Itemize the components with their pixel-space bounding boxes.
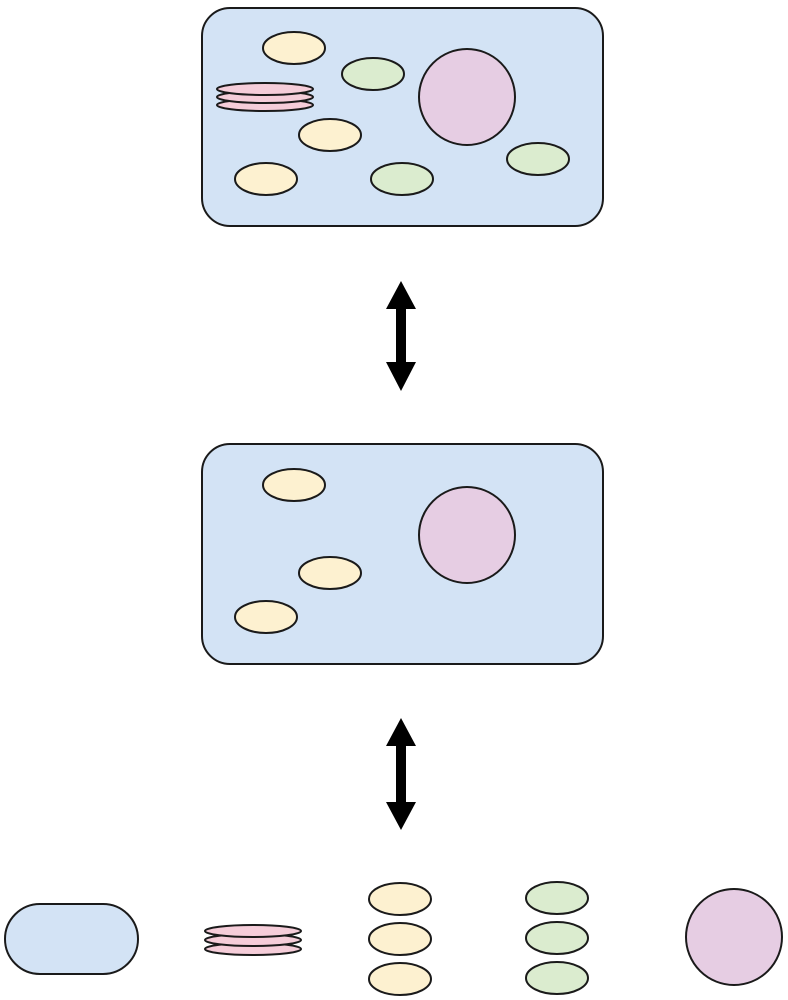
yellow-organelle: [368, 922, 432, 956]
green-organelle: [525, 961, 589, 995]
green-organelle: [506, 142, 570, 176]
yellow-organelle: [368, 882, 432, 916]
membrane-disc: [204, 924, 302, 938]
yellow-organelle: [234, 600, 298, 634]
membrane-disc: [216, 82, 314, 96]
yellow-organelle: [298, 556, 362, 590]
separated-components: [4, 881, 783, 996]
bidirectional-arrow-bottom: [386, 718, 416, 830]
green-organelle: [370, 162, 434, 196]
yellow-organelle: [262, 31, 326, 65]
membrane-stack: [216, 82, 314, 112]
complete-cell: [201, 7, 604, 227]
cell-body-component: [4, 903, 139, 975]
yellow-organelle-group: [368, 882, 432, 996]
green-organelle: [341, 57, 405, 91]
yellow-organelle: [368, 962, 432, 996]
partial-cell: [201, 443, 604, 665]
nucleus: [418, 48, 516, 146]
green-organelle: [525, 921, 589, 955]
green-organelle-group: [525, 881, 589, 995]
green-organelle: [525, 881, 589, 915]
bidirectional-arrow-top: [386, 281, 416, 391]
double-arrow-icon: [386, 281, 416, 391]
nucleus-component: [685, 888, 783, 986]
yellow-organelle: [298, 118, 362, 152]
yellow-organelle: [262, 468, 326, 502]
membrane-stack-component: [204, 924, 302, 956]
yellow-organelle: [234, 162, 298, 196]
nucleus: [418, 486, 516, 584]
double-arrow-icon: [386, 718, 416, 830]
